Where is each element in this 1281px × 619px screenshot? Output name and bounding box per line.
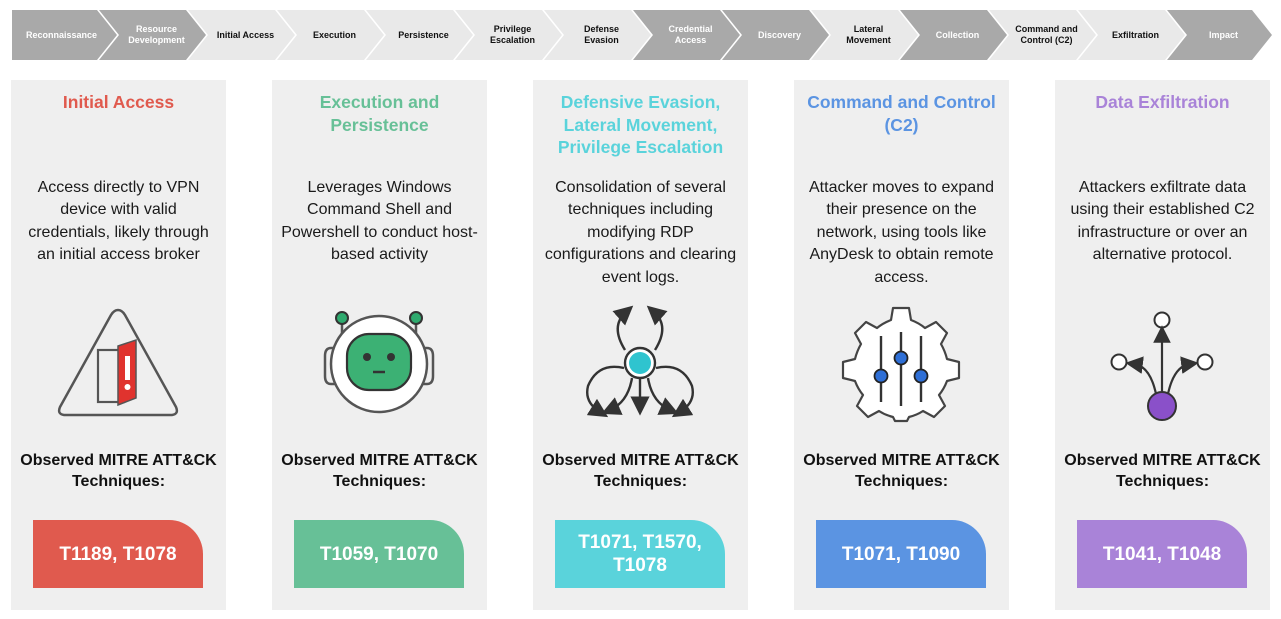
card-title: Defensive Evasion, Lateral Movement, Pri… [557, 92, 724, 157]
chain-stage-reconnaissance: Reconnaissance [12, 10, 117, 60]
chain-stage-impact: Impact [1167, 10, 1272, 60]
card-title: Data Exfiltration [1095, 92, 1230, 112]
observed-techniques-label: Observed MITRE ATT&CK Techniques: [542, 452, 739, 490]
techniques-badge: T1189, T1078 [33, 520, 203, 588]
observed-techniques-label: Observed MITRE ATT&CK Techniques: [803, 452, 1000, 490]
card-title: Initial Access [62, 92, 175, 112]
robot-icon [323, 311, 435, 414]
card-title: Command and Control (C2) [807, 92, 996, 135]
techniques-badge: T1071, T1570, T1078 [555, 520, 725, 588]
warning-door-icon [57, 308, 179, 417]
card-command-control: Command and Control (C2) Attacker moves … [794, 80, 1009, 610]
card-title: Execution and Persistence [319, 92, 440, 135]
card-defensive-evasion: Defensive Evasion, Lateral Movement, Pri… [533, 80, 748, 610]
branching-arrows-icon [1110, 311, 1214, 421]
observed-techniques-label: Observed MITRE ATT&CK Techniques: [1064, 452, 1261, 490]
chain-stage-privilege-escalation: Privilege Escalation [455, 10, 562, 60]
techniques-badge: T1059, T1070 [294, 520, 464, 588]
card-data-exfiltration: Data Exfiltration Attackers exfiltrate d… [1055, 80, 1270, 610]
card-initial-access: Initial Access Access directly to VPN de… [11, 80, 226, 610]
card-description: Attacker moves to expand their presence … [809, 179, 994, 286]
card-description: Attackers exfiltrate data using their es… [1070, 179, 1255, 264]
observed-techniques-label: Observed MITRE ATT&CK Techniques: [20, 452, 217, 490]
card-description: Consolidation of several techniques incl… [544, 179, 737, 286]
techniques-badge: T1071, T1090 [816, 520, 986, 588]
cycle-arrows-icon [586, 305, 694, 418]
card-description: Access directly to VPN device with valid… [28, 179, 209, 264]
kill-chain-bar: Reconnaissance Resource Development Init… [12, 10, 1272, 60]
techniques-badge: T1041, T1048 [1077, 520, 1247, 588]
card-description: Leverages Windows Command Shell and Powe… [281, 179, 478, 264]
card-execution-persistence: Execution and Persistence Leverages Wind… [272, 80, 487, 610]
observed-techniques-label: Observed MITRE ATT&CK Techniques: [281, 452, 478, 490]
chain-stage-execution: Execution [277, 10, 384, 60]
gear-sliders-icon [841, 306, 961, 423]
